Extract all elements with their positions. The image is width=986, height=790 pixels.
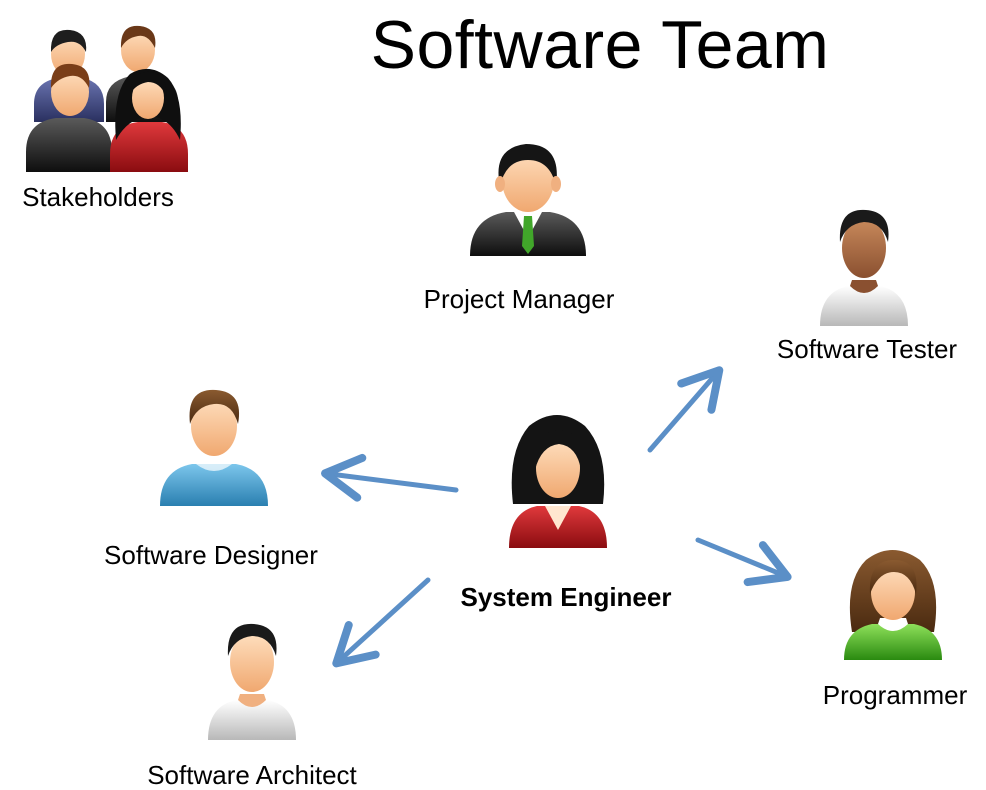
software-tester-label: Software Tester — [776, 334, 958, 364]
page-title: Software Team — [370, 7, 830, 83]
tester-person-icon — [820, 209, 908, 326]
software-designer-label: Software Designer — [104, 540, 318, 570]
architect-person-icon — [208, 623, 296, 740]
arrow-to-software-tester — [647, 366, 724, 453]
designer-person-icon — [160, 389, 268, 506]
manager-person-icon — [470, 144, 586, 256]
programmer-label: Programmer — [822, 680, 968, 710]
programmer-person-icon — [844, 550, 942, 660]
arrow-to-software-designer — [321, 453, 459, 502]
system-engineer-label: System Engineer — [460, 582, 672, 612]
arrow-to-software-architect — [332, 577, 431, 668]
stakeholders-group-icon — [26, 25, 188, 172]
arrow-to-programmer — [695, 537, 792, 587]
engineer-person-icon — [509, 415, 607, 548]
stakeholders-label: Stakeholders — [22, 182, 174, 212]
software-architect-label: Software Architect — [147, 760, 357, 790]
project-manager-label: Project Manager — [423, 284, 615, 314]
